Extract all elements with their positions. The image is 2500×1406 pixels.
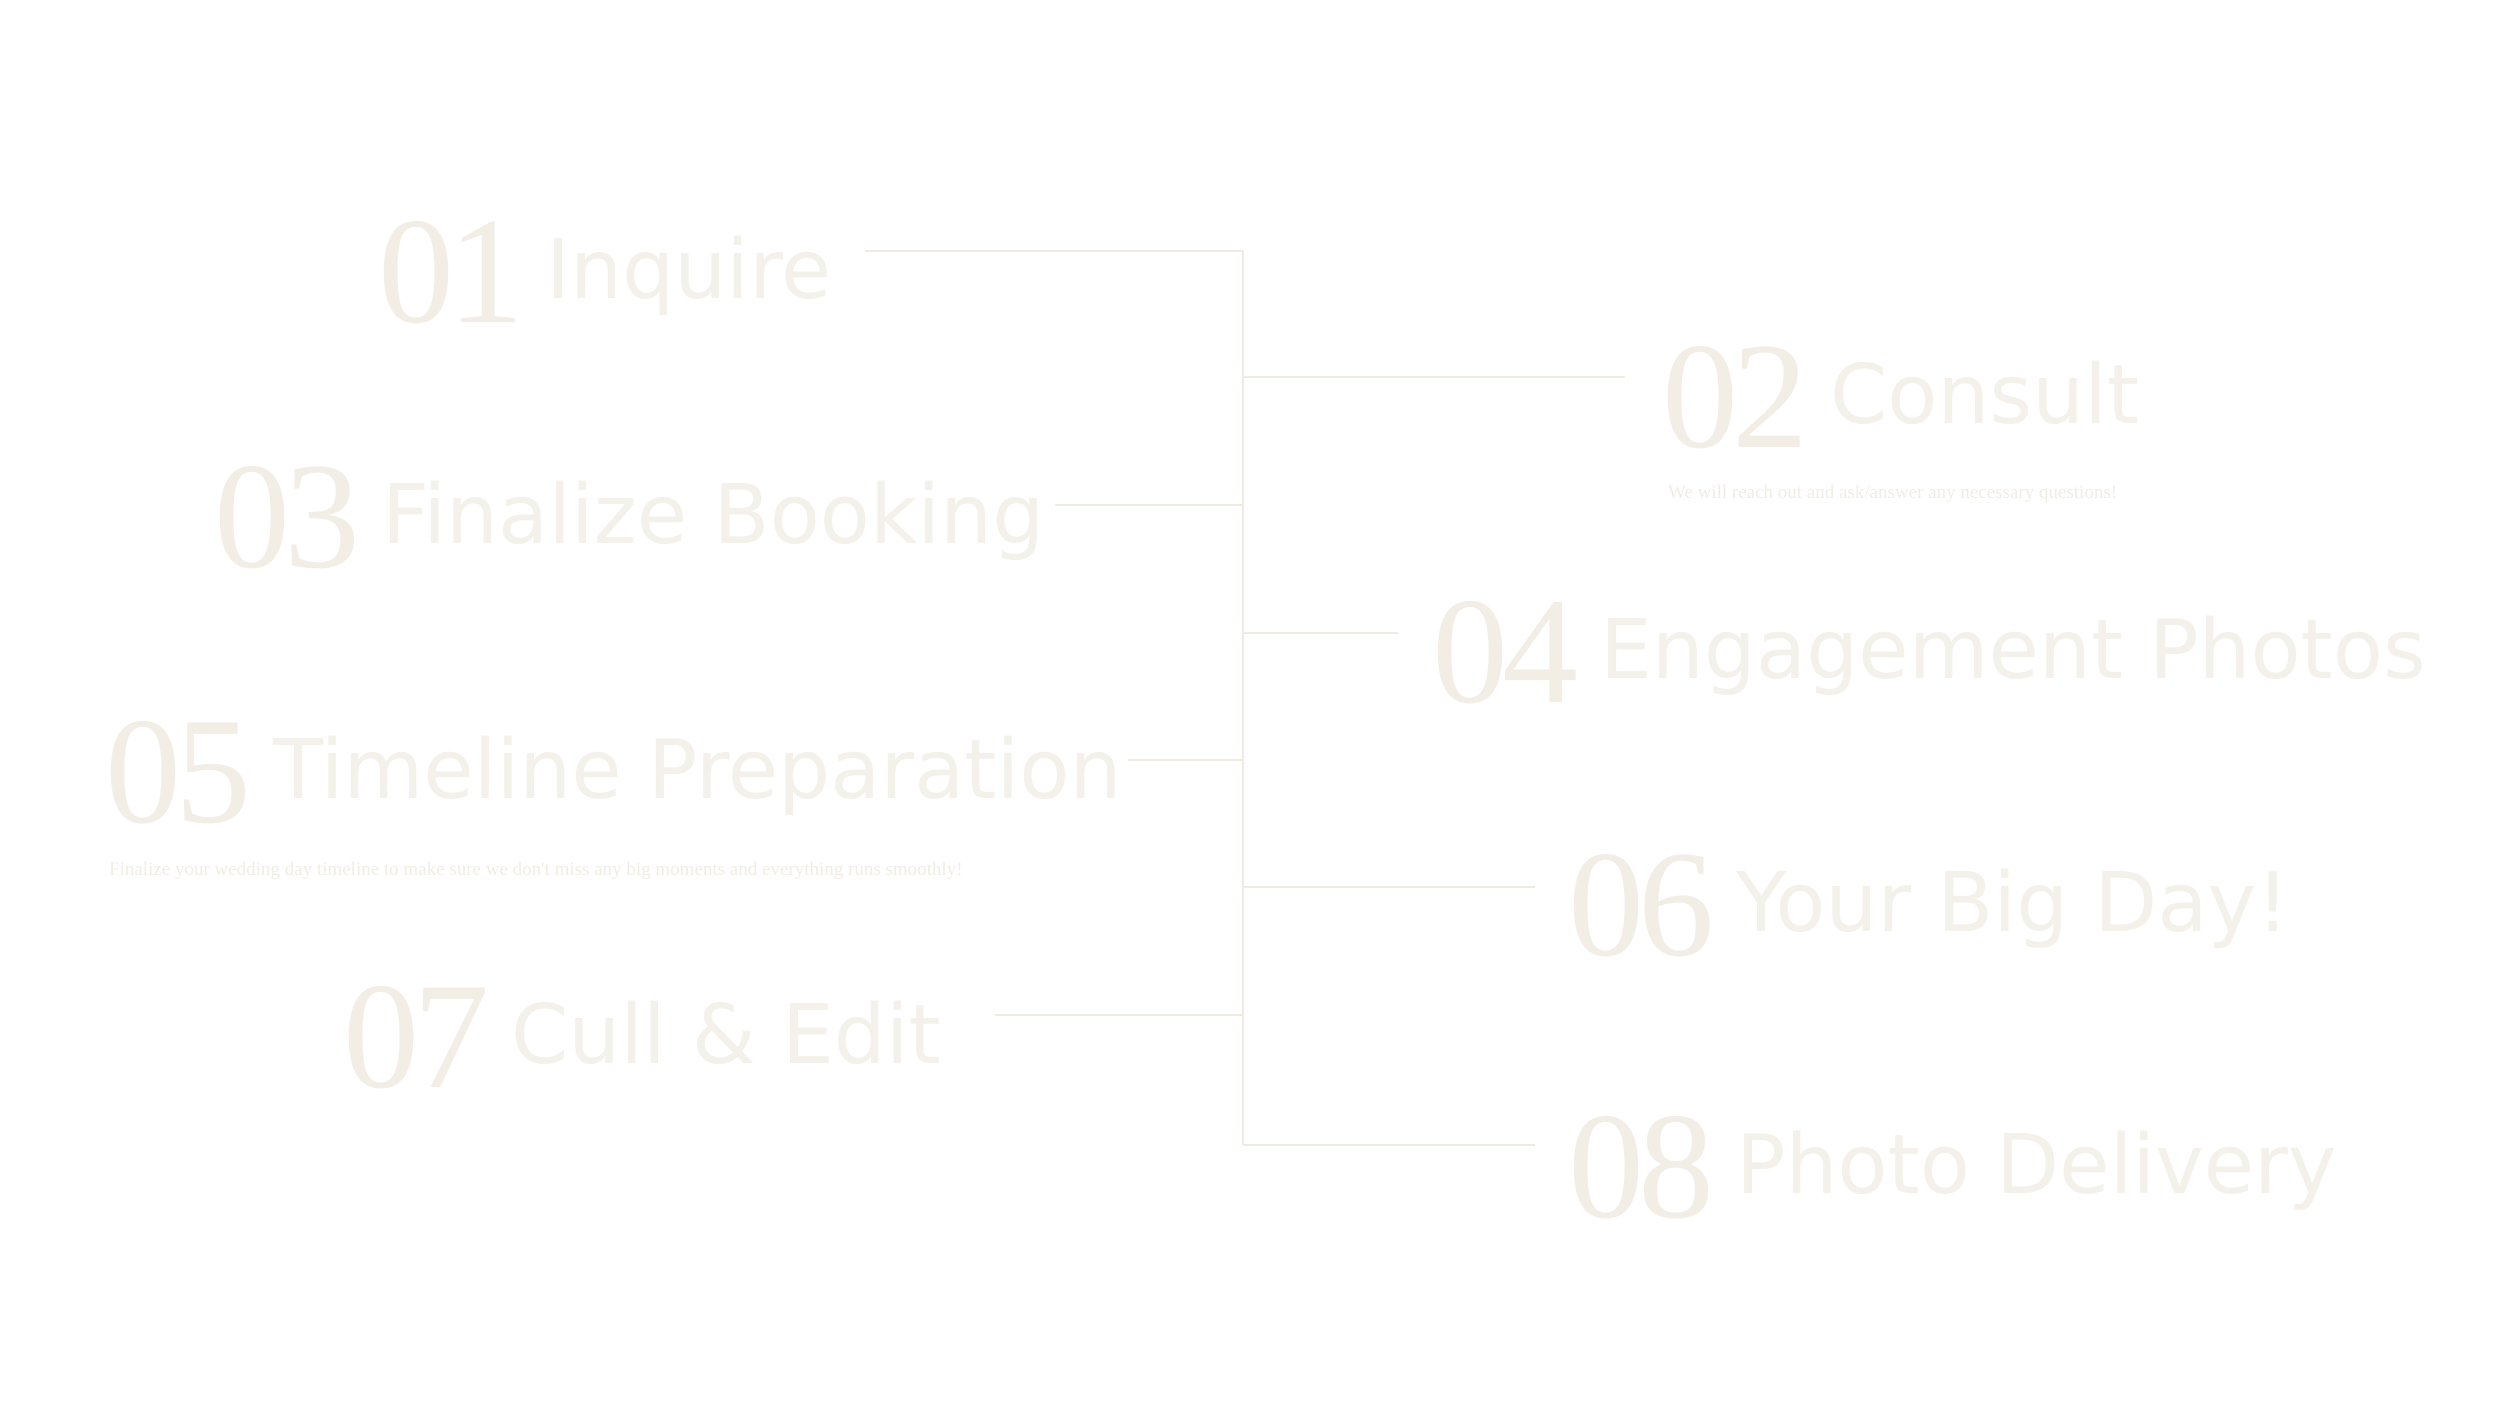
step-number: 05 (105, 687, 251, 855)
step-number: 03 (214, 432, 360, 600)
step-number: 02 (1662, 312, 1808, 480)
step-title: Your Big Day! (1736, 856, 2290, 951)
step-title: Consult (1830, 348, 2140, 443)
step-title: Engagement Photos (1600, 603, 2426, 698)
step-number: 04 (1432, 567, 1578, 735)
step-description: Finalize your wedding day timeline to ma… (109, 859, 963, 880)
step-number: 08 (1568, 1082, 1714, 1250)
step-number: 07 (343, 952, 489, 1120)
step-title: Cull & Edit (511, 988, 941, 1083)
step-engagement-photos: 04 Engagement Photos (1432, 575, 2426, 727)
step-timeline-preparation: 05 Timeline Preparation Finalize your we… (105, 695, 1121, 881)
step-title: Finalize Booking (382, 468, 1045, 563)
step-title: Photo Delivery (1736, 1118, 2337, 1213)
step-photo-delivery: 08 Photo Delivery (1568, 1090, 2336, 1242)
step-inquire: 01 Inquire (378, 195, 831, 347)
step-number: 06 (1568, 820, 1714, 988)
step-title: Inquire (546, 223, 832, 318)
step-title: Timeline Preparation (273, 723, 1122, 818)
step-finalize-booking: 03 Finalize Booking (214, 440, 1044, 592)
step-description: We will reach out and ask/answer any nec… (1668, 482, 2118, 503)
step-cull-and-edit: 07 Cull & Edit (343, 960, 941, 1112)
step-number: 01 (378, 187, 524, 355)
step-consult: 02 Consult We will reach out and ask/ans… (1662, 320, 2139, 504)
step-big-day: 06 Your Big Day! (1568, 828, 2289, 980)
